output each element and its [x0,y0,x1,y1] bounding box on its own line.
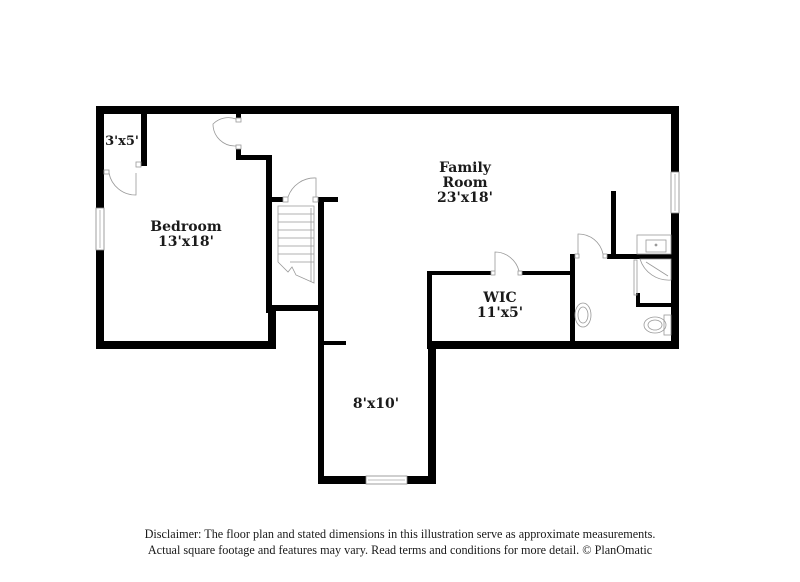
disclaimer-line1: Disclaimer: The floor plan and stated di… [144,527,656,541]
room-8x10-dimensions: 8'x10' [353,396,399,412]
stairs [277,205,315,284]
bath-sink [574,302,592,328]
door-stairs [287,177,317,198]
vanity-sink [636,234,672,255]
bedroom-name: Bedroom [150,219,222,235]
family-room-name-line1: Family [439,160,492,176]
door-closet [108,172,137,196]
walls [96,106,679,484]
door-wic [494,251,520,272]
bedroom-dimensions: 13'x18' [158,234,214,250]
disclaimer-line2: Actual square footage and features may v… [147,543,653,557]
family-room-name-line2: Room [442,175,487,191]
wic-name: WIC [482,290,516,306]
wic-dimensions: 11'x5' [477,305,523,321]
door-bathroom [577,233,604,255]
family-room-dimensions: 23'x18' [437,190,493,206]
closet-dimensions: 3'x5' [105,134,139,149]
door-bedroom [212,117,237,147]
doors [103,117,608,276]
room-labels: 3'x5' Bedroom 13'x18' Family Room 23'x18… [105,134,523,412]
windows [95,171,680,485]
bathroom-fixtures [574,234,672,336]
toilet [643,314,672,336]
shower [639,258,672,281]
